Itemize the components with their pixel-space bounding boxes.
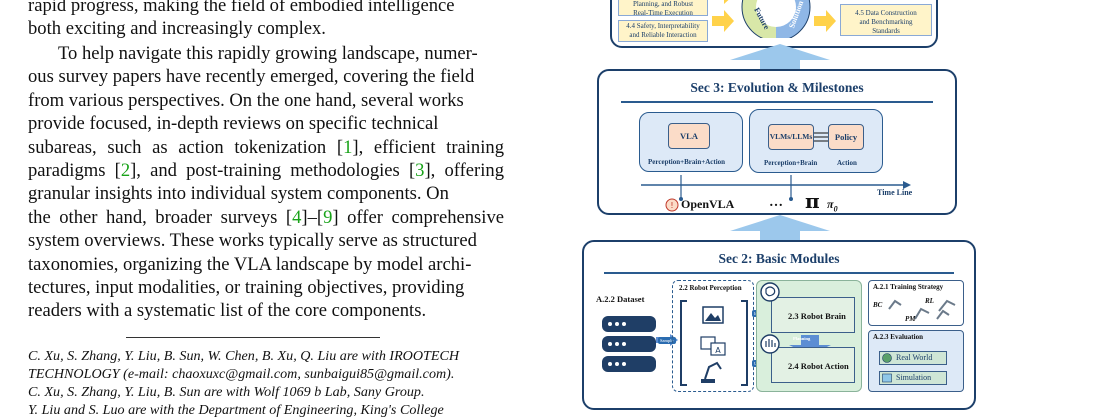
connector-lines — [814, 132, 828, 142]
robot-brain-label: 2.3 Robot Brain — [788, 311, 846, 321]
sec3-title: Sec 3: Evolution & Milestones — [690, 80, 864, 95]
bc-label: BC — [873, 301, 883, 309]
citation-link[interactable]: 3 — [415, 160, 425, 182]
para-line: taxonomies, organizing the VLA landscape… — [28, 253, 472, 275]
rl-label: RL — [925, 297, 934, 305]
pm-label: PM — [905, 315, 916, 323]
robot-action-label: 2.4 Robot Action — [788, 361, 849, 371]
para-line: ous survey papers have recently emerged,… — [28, 66, 475, 88]
citation-link[interactable]: 2 — [120, 160, 131, 182]
up-arrow-icon — [730, 215, 830, 241]
vla-pill: VLA — [668, 123, 710, 149]
evaluation-box: A.2.3 Evaluation Real World Simulation — [868, 330, 964, 392]
footnote-line: Y. Liu and S. Luo are with the Departmen… — [28, 402, 444, 418]
footnote-line: C. Xu, S. Zhang, Y. Liu, B. Sun are with… — [28, 384, 425, 400]
sec2-title: Sec 2: Basic Modules — [718, 251, 840, 266]
intro-line-2: both exciting and increasingly complex. — [28, 18, 326, 39]
arrow-right-icon — [712, 10, 734, 32]
timeline-axis — [641, 175, 911, 201]
timeline-ellipsis: … — [769, 195, 783, 210]
policy-pill: Policy — [828, 124, 864, 150]
policy-caption: Action — [837, 159, 857, 167]
pi-logo: π — [805, 189, 820, 213]
vla-panel: VLA Perception+Brain+Action — [639, 112, 743, 172]
para-line: paradigms [2], and post-training methodo… — [28, 160, 504, 182]
openvla-label: OpenVLA — [681, 197, 735, 211]
simulation-icon — [882, 373, 892, 383]
para-line: To help navigate this rapidly growing la… — [58, 43, 478, 64]
para-line: subareas, such as action tokenization [1… — [28, 136, 504, 158]
vlms-caption: Perception+Brain — [764, 159, 818, 167]
robot-brain-box: 2.3 Robot Brain — [771, 297, 855, 333]
perception-label: 2.2 Robot Perception — [679, 284, 742, 292]
framework-figure: Planning, and Robust Real-Time Execution… — [580, 0, 980, 410]
para-line: tectures, input modalities, or training … — [28, 277, 465, 299]
brain-action-module: 2.3 Robot Brain Planning 2.4 Robot Actio… — [756, 280, 862, 392]
planning-label: Planning — [793, 336, 811, 341]
citation-link[interactable]: 4 — [292, 206, 302, 228]
vla-caption: Perception+Brain+Action — [648, 158, 726, 166]
para-line: the other hand, broader surveys [4]–[9] … — [28, 206, 504, 228]
intro-line-1: rapid progress, making the field of embo… — [28, 0, 455, 16]
body-paragraph: To help navigate this rapidly growing la… — [28, 42, 504, 323]
arrow-right-icon — [724, 0, 729, 4]
future-solution-wheel — [741, 0, 811, 38]
future-item-data: 4.5 Data Construction and Benchmarking S… — [840, 4, 932, 36]
sec2-title-underline — [604, 272, 954, 274]
robot-arms-icon — [888, 299, 956, 320]
eval-simulation: Simulation — [879, 371, 947, 385]
footnote-line: C. Xu, S. Zhang, Y. Liu, B. Sun, W. Chen… — [28, 348, 460, 364]
svg-text:!: ! — [670, 201, 673, 210]
sec4-box: Planning, and Robust Real-Time Execution… — [610, 0, 938, 48]
database-icon — [602, 316, 656, 372]
arrow-right-icon — [814, 10, 836, 32]
para-line: granular insights into individual system… — [28, 183, 449, 205]
perception-box: 2.2 Robot Perception A — [672, 280, 754, 392]
sample-badge: Sample — [658, 337, 676, 344]
para-line: provide focused, in-depth reviews on spe… — [28, 113, 439, 135]
sec2-box: Sec 2: Basic Modules A.2.2 Dataset Sampl… — [582, 240, 976, 410]
svg-text:A: A — [715, 346, 721, 355]
para-line: from various perspectives. On the one ha… — [28, 89, 464, 111]
future-item-planning: Planning, and Robust Real-Time Execution — [618, 0, 708, 17]
sec3-title-underline — [621, 101, 933, 103]
robot-action-box: 2.4 Robot Action — [771, 347, 855, 383]
para-line: readers with a systematic list of the co… — [28, 300, 427, 322]
citation-link[interactable]: 1 — [343, 136, 353, 158]
up-arrow-icon — [730, 44, 830, 70]
evaluation-label: A.2.3 Evaluation — [873, 333, 923, 341]
vlms-policy-panel: VLMs/LLMs Policy Perception+Brain Action — [749, 109, 883, 173]
perception-icons: A — [680, 300, 748, 386]
training-strategy-label: A.2.1 Training Strategy — [873, 283, 944, 291]
timeline-label: Time Line — [877, 188, 913, 197]
hand-icon — [760, 334, 780, 354]
pi0-label: π0 — [827, 197, 838, 214]
footnote-rule — [126, 337, 380, 338]
footnote-line: TECHNOLOGY (e-mail: chaoxuxc@gmail.com, … — [28, 366, 455, 382]
sec3-box: Sec 3: Evolution & Milestones VLA Percep… — [597, 69, 957, 215]
training-strategy-box: A.2.1 Training Strategy BC RL PM — [868, 280, 964, 326]
brain-icon — [760, 282, 780, 302]
vlms-pill: VLMs/LLMs — [768, 124, 814, 150]
para-line: system overviews. These works typically … — [28, 230, 477, 252]
citation-link[interactable]: 9 — [323, 206, 333, 228]
future-item-safety: 4.4 Safety, Interpretability and Reliabl… — [618, 20, 708, 42]
eval-real-world: Real World — [879, 351, 947, 365]
dataset-label: A.2.2 Dataset — [596, 294, 645, 304]
openvla-logo-icon: ! — [665, 198, 679, 212]
globe-icon — [882, 353, 892, 363]
